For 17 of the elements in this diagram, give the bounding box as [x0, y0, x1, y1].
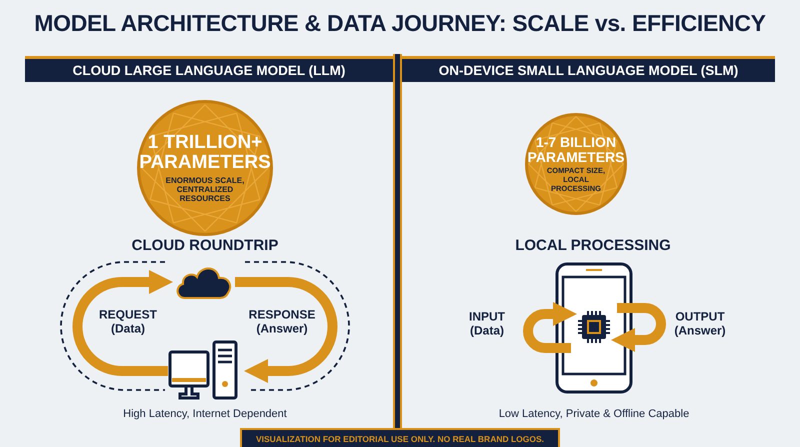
caption-text: High Latency, Internet Dependent	[123, 408, 287, 420]
badge-heading: 1 TRILLION+ PARAMETERS	[138, 132, 272, 173]
curved-arrow	[523, 302, 577, 353]
curved-arrow	[611, 303, 666, 352]
caption-text: Low Latency, Private & Offline Capable	[498, 408, 690, 420]
header-band	[402, 56, 775, 82]
section-heading: CLOUD LARGE LANGUAGE MODEL (LLM)	[72, 63, 346, 78]
section-subheading: CLOUD ROUNDTRIP	[132, 237, 278, 254]
badge-heading: 1-7 BILLION PARAMETERS	[526, 134, 626, 164]
footer-note: VISUALIZATION FOR EDITORIAL USE ONLY. NO REAL BRAND LOGOS.	[240, 428, 560, 447]
header-band	[25, 56, 393, 82]
section-subheading: LOCAL PROCESSING	[515, 237, 671, 254]
curved-arrow	[235, 277, 338, 383]
section-heading: ON-DEVICE SMALL LANGUAGE MODEL (SLM)	[438, 63, 738, 78]
diagram-title: MODEL ARCHITECTURE & DATA JOURNEY: SCALE vs. EFFICIENCY	[33, 10, 767, 37]
curved-arrow	[72, 270, 173, 376]
badge-subtitle: ENORMOUS SCALE, CENTRALIZED RESOURCES	[164, 176, 246, 204]
